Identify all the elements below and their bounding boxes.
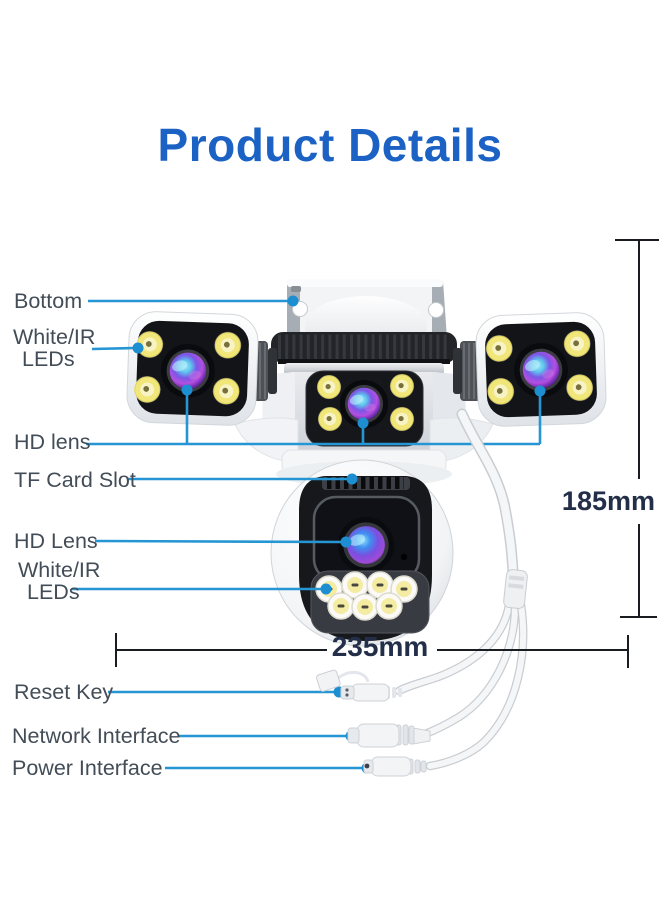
white-ir-led <box>327 592 355 620</box>
ribbed-collar <box>271 332 457 364</box>
label-text: HD Lens <box>14 529 98 553</box>
mic-hole <box>400 553 408 561</box>
right-camera-module <box>475 312 607 427</box>
reset-key-connector <box>316 669 402 702</box>
white-ir-led <box>389 373 415 399</box>
label-white-ir-leds-bottom: White/IR LEDs <box>18 559 100 603</box>
label-network-interface: Network Interface <box>12 725 180 747</box>
label-bottom-text: Bottom <box>14 289 83 313</box>
label-text: White/IR <box>13 325 96 349</box>
leader-line-hd-lens-bottom <box>94 539 343 544</box>
label-text: LEDs <box>22 347 75 371</box>
page-title: Product Details <box>157 119 503 171</box>
white-ir-led <box>317 406 343 432</box>
label-reset-key: Reset Key <box>14 681 113 703</box>
label-text: Reset Key <box>14 680 114 704</box>
label-bottom: Bottom <box>14 290 82 312</box>
label-hd-lens-top: HD lens <box>14 431 90 453</box>
leader-line-white-ir-top <box>91 346 135 351</box>
network-connector <box>347 723 431 748</box>
label-hd-lens-bottom: HD Lens <box>14 530 98 552</box>
power-connector <box>363 756 427 777</box>
label-text: White/IR <box>18 558 101 582</box>
label-text: Network Interface <box>12 724 181 748</box>
leader-line-hd-lens-top <box>86 391 542 446</box>
bracket-screw <box>291 286 301 292</box>
width-dimension-value: 235mm <box>331 631 429 662</box>
label-power-interface: Power Interface <box>12 757 163 779</box>
center-camera-face <box>305 370 424 447</box>
dimension-lines <box>115 239 659 668</box>
height-dimension-value: 185mm <box>561 486 655 516</box>
height-dimension-line <box>615 239 659 618</box>
label-text: HD lens <box>14 430 91 454</box>
label-white-ir-leds-top: White/IR LEDs <box>13 326 95 370</box>
label-text: Power Interface <box>12 756 163 780</box>
white-ir-led <box>316 374 342 400</box>
bracket-hole <box>428 302 444 318</box>
width-dimension-line <box>115 633 629 668</box>
cable-splitter <box>503 569 528 609</box>
ptz-ball <box>270 459 454 647</box>
label-text: TF Card Slot <box>14 468 136 492</box>
left-camera-module <box>126 311 259 426</box>
cable-bundle <box>394 408 528 771</box>
white-ir-led <box>375 592 403 620</box>
white-ir-led <box>351 593 379 621</box>
white-ir-led <box>389 406 415 432</box>
label-text: LEDs <box>27 580 80 604</box>
leader-lines <box>72 299 542 770</box>
led-panel <box>310 570 430 634</box>
label-tf-card-slot: TF Card Slot <box>14 469 136 491</box>
